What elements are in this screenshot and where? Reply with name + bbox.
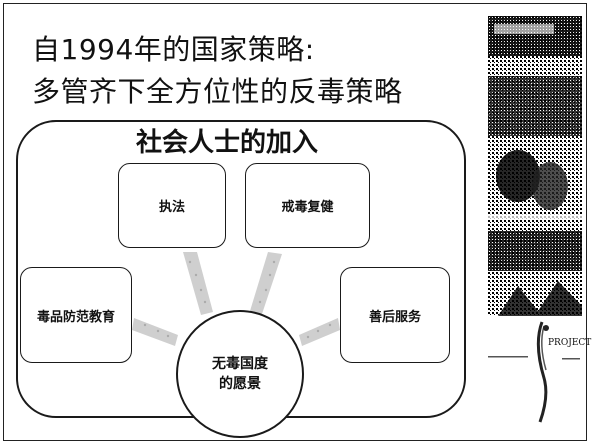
project-logo: [488, 321, 580, 423]
crowd-photo-collage: [488, 16, 582, 316]
arrow-edu-to-vision: [132, 318, 178, 346]
vision-line-1: 无毒国度: [212, 356, 268, 372]
drug-free-vision-circle: 无毒国度 的愿景: [176, 310, 304, 438]
arrow-rehab-to-vision: [250, 252, 282, 314]
project-logo-text: PROJECT: [548, 338, 592, 348]
vision-line-2: 的愿景: [219, 376, 261, 392]
drug-prevention-education-box: 毒品防范教育: [20, 267, 132, 363]
arrow-law-to-vision: [183, 252, 213, 315]
aftercare-box: 善后服务: [340, 267, 450, 363]
slide-title-line-1: 自1994年的国家策略:: [32, 33, 315, 66]
community-involvement-heading: 社会人士的加入: [136, 128, 319, 158]
slide-title-line-2: 多管齐下全方位性的反毒策略: [32, 75, 403, 108]
rehab-box: 戒毒复健: [245, 163, 370, 248]
slide-frame: [3, 3, 587, 441]
arrow-after-to-vision: [299, 318, 340, 346]
law-enforcement-box: 执法: [118, 163, 226, 248]
